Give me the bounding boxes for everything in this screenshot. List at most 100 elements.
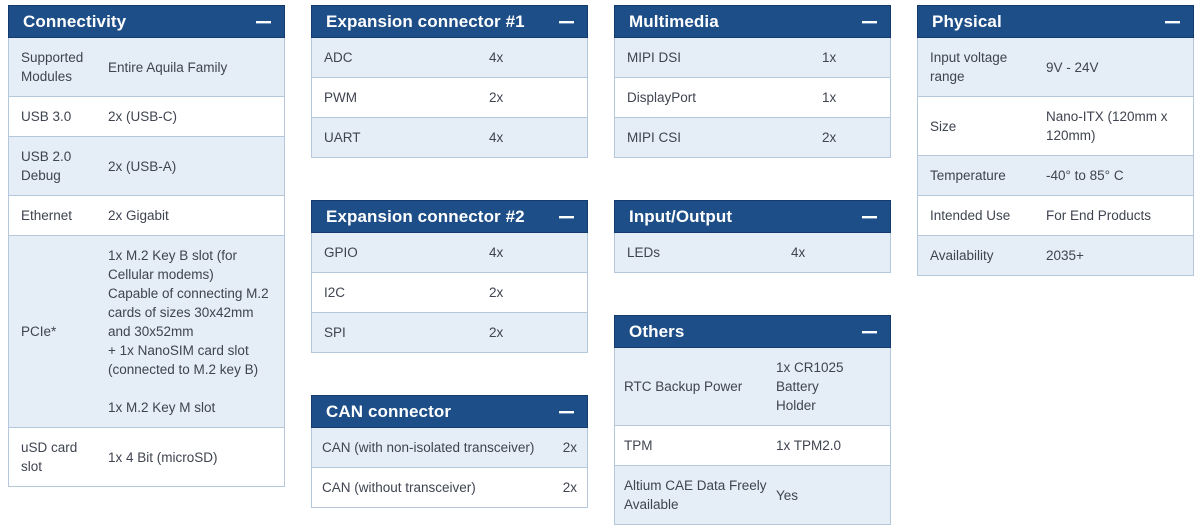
spec-value: 2x [562,480,577,495]
spec-value: Nano-ITX (120mm x 120mm) [1046,109,1168,143]
table-row: Intended Use For End Products [918,196,1193,236]
table-row: Supported Modules Entire Aquila Family [9,38,284,97]
table-row: CAN (with non-isolated transceiver) 2x [312,428,587,468]
table-row: LEDs 4x [615,233,890,272]
spec-value: -40° to 85° C [1046,168,1124,183]
panel-physical: Physical Input voltage range 9V - 24V Si… [917,5,1194,276]
panel-header-physical[interactable]: Physical [917,5,1194,38]
spec-value: 1x M.2 Key B slot (for Cellular modems) … [108,248,269,415]
panel-body: CAN (with non-isolated transceiver) 2x C… [311,428,588,508]
spec-label: CAN (with non-isolated transceiver) [322,440,535,455]
collapse-minus-icon[interactable] [862,20,877,23]
spec-label: SPI [324,325,346,340]
panel-can-connector: CAN connector CAN (with non-isolated tra… [311,395,588,508]
spec-label: USB 3.0 [21,109,72,124]
spec-label: I2C [324,285,346,300]
spec-value: 1x 4 Bit (microSD) [108,449,218,465]
table-row: Temperature -40° to 85° C [918,156,1193,196]
spec-value: 9V - 24V [1046,59,1099,75]
panel-title: Input/Output [629,206,733,226]
collapse-minus-icon[interactable] [559,410,574,413]
panel-body: ADC 4x PWM 2x UART 4x [311,38,588,158]
collapse-minus-icon[interactable] [559,215,574,218]
table-row: Availability 2035+ [918,236,1193,275]
spec-label: TPM [624,438,653,453]
panel-title: Connectivity [23,11,127,31]
spec-value: 4x [489,130,504,145]
collapse-minus-icon[interactable] [862,330,877,333]
spec-label: MIPI DSI [627,50,682,65]
panel-title: Expansion connector #2 [326,206,525,226]
table-row: TPM 1x TPM2.0 [615,426,890,466]
spec-label: Input voltage range [930,50,1008,84]
spec-label: Intended Use [930,208,1011,223]
collapse-minus-icon[interactable] [862,215,877,218]
table-row: CAN (without transceiver) 2x [312,468,587,507]
panel-title: Physical [932,11,1002,31]
panel-header-input-output[interactable]: Input/Output [614,200,891,233]
spec-label: DisplayPort [627,90,697,105]
collapse-minus-icon[interactable] [256,20,271,23]
table-row: Size Nano-ITX (120mm x 120mm) [918,97,1193,156]
collapse-minus-icon[interactable] [1165,20,1180,23]
spec-label: Supported Modules [21,50,84,84]
panel-header-multimedia[interactable]: Multimedia [614,5,891,38]
panel-title: Expansion connector #1 [326,11,525,31]
column-1: Connectivity Supported Modules Entire Aq… [8,5,285,487]
table-row: USB 2.0 Debug 2x (USB-A) [9,137,284,196]
panel-header-can[interactable]: CAN connector [311,395,588,428]
table-row: Ethernet 2x Gigabit [9,196,284,236]
spec-label: GPIO [324,245,358,260]
spec-value: 2035+ [1046,248,1084,263]
panel-body: RTC Backup Power 1x CR1025 Battery Holde… [614,348,891,525]
spec-value: 1x CR1025 Battery Holder [776,360,844,413]
panel-header-others[interactable]: Others [614,315,891,348]
table-row: UART 4x [312,118,587,157]
table-row: RTC Backup Power 1x CR1025 Battery Holde… [615,348,890,426]
panel-connectivity: Connectivity Supported Modules Entire Aq… [8,5,285,487]
column-3: Multimedia MIPI DSI 1x DisplayPort 1x MI… [614,5,891,525]
spec-label: Altium CAE Data Freely Available [624,478,767,512]
spec-value: 1x [822,50,837,65]
spec-label: UART [324,130,361,145]
spec-value: 4x [791,245,806,260]
panel-header-expansion-2[interactable]: Expansion connector #2 [311,200,588,233]
column-4: Physical Input voltage range 9V - 24V Si… [917,5,1194,276]
table-row: ADC 4x [312,38,587,78]
collapse-minus-icon[interactable] [559,20,574,23]
panel-title: CAN connector [326,401,452,421]
panel-expansion-connector-2: Expansion connector #2 GPIO 4x I2C 2x SP… [311,200,588,353]
panel-body: MIPI DSI 1x DisplayPort 1x MIPI CSI 2x [614,38,891,158]
table-row: PCIe* 1x M.2 Key B slot (for Cellular mo… [9,236,284,428]
spec-label: Availability [930,248,994,263]
table-row: uSD card slot 1x 4 Bit (microSD) [9,428,284,486]
spec-label: ADC [324,50,353,65]
table-row: Altium CAE Data Freely Available Yes [615,466,890,524]
spec-value: 2x [822,130,837,145]
spec-value: 1x TPM2.0 [776,438,842,453]
spec-label: RTC Backup Power [624,379,743,394]
panel-multimedia: Multimedia MIPI DSI 1x DisplayPort 1x MI… [614,5,891,158]
panel-header-expansion-1[interactable]: Expansion connector #1 [311,5,588,38]
spec-value: Yes [776,487,799,503]
table-row: PWM 2x [312,78,587,118]
table-row: USB 3.0 2x (USB-C) [9,97,284,137]
table-row: DisplayPort 1x [615,78,890,118]
panel-title: Others [629,321,685,341]
spec-label: Ethernet [21,208,73,223]
spec-value: 2x [489,285,504,300]
panel-others: Others RTC Backup Power 1x CR1025 Batter… [614,315,891,525]
spec-value: 2x (USB-A) [108,158,177,174]
spec-value: Entire Aquila Family [108,59,228,75]
table-row: Input voltage range 9V - 24V [918,38,1193,97]
spec-value: 2x [489,325,504,340]
spec-label: Temperature [930,168,1006,183]
spec-value: 1x [822,90,837,105]
spec-value: 2x (USB-C) [108,109,178,124]
panel-header-connectivity[interactable]: Connectivity [8,5,285,38]
spec-value: For End Products [1046,208,1152,223]
spec-value: 4x [489,50,504,65]
table-row: MIPI DSI 1x [615,38,890,78]
spec-label: PCIe* [21,324,57,339]
